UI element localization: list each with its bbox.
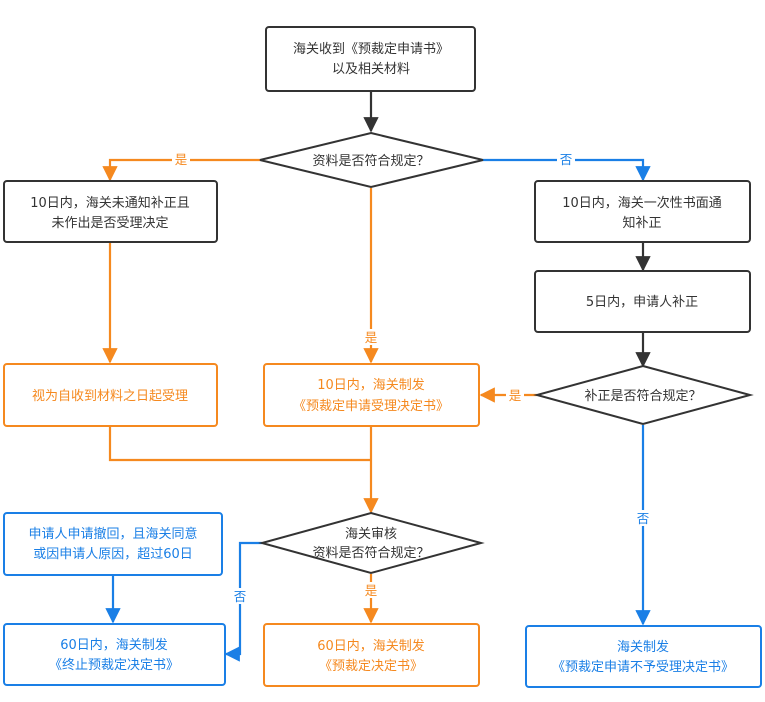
node-ruling: 60日内，海关制发 《预裁定决定书》 — [263, 623, 480, 687]
node-start: 海关收到《预裁定申请书》 以及相关材料 — [265, 26, 476, 92]
node-accept-decision-line-1: 10日内，海关制发 — [317, 377, 425, 393]
node-accept-decision-line-2: 《预裁定申请受理决定书》 — [293, 398, 449, 414]
node-terminate: 60日内，海关制发 《终止预裁定决定书》 — [3, 623, 226, 686]
node-reject-line-2: 《预裁定申请不予受理决定书》 — [552, 659, 734, 675]
node-notify-fix-line-1: 10日内，海关一次性书面通 — [562, 195, 722, 211]
node-notify-fix-line-2: 知补正 — [622, 215, 661, 231]
node-withdraw: 申请人申请撤回，且海关同意 或因申请人原因，超过60日 — [3, 512, 223, 576]
node-start-line-1: 海关收到《预裁定申请书》 — [293, 41, 449, 57]
node-no-notice-line-2: 未作出是否受理决定 — [51, 216, 168, 231]
node-reject-line-1: 海关制发 — [617, 639, 669, 655]
label-yes-checkfix: 是 — [509, 388, 522, 403]
node-start-line-2: 以及相关材料 — [332, 62, 410, 77]
node-no-notice-line-1: 10日内，海关未通知补正且 — [30, 195, 190, 211]
node-reject: 海关制发 《预裁定申请不予受理决定书》 — [525, 625, 762, 688]
edge-labels: 是 是 否 是 否 是 否 — [172, 151, 652, 604]
label-yes-review: 是 — [365, 583, 378, 598]
nodes: 海关收到《预裁定申请书》 以及相关材料 资料是否符合规定？ 10日内，海关未通知… — [3, 26, 762, 688]
node-deemed-accepted: 视为自收到材料之日起受理 — [3, 363, 218, 427]
node-terminate-line-2: 《终止预裁定决定书》 — [49, 657, 179, 673]
node-applicant-fix: 5日内，申请人补正 — [534, 270, 751, 333]
label-no-review: 否 — [234, 589, 247, 604]
label-yes-check1-left: 是 — [175, 152, 188, 167]
node-review-line-2: 资料是否符合规定？ — [312, 545, 429, 561]
node-notify-fix: 10日内，海关一次性书面通 知补正 — [534, 180, 751, 243]
node-check1-line-1: 资料是否符合规定？ — [312, 153, 429, 169]
node-check-fix-line-1: 补正是否符合规定？ — [584, 388, 701, 404]
node-deemed-accepted-line-1: 视为自收到材料之日起受理 — [32, 389, 188, 404]
edge-check1-to-no-notice — [102, 158, 260, 182]
node-check-fix: 补正是否符合规定？ — [533, 364, 754, 426]
node-check1: 资料是否符合规定？ — [259, 131, 484, 189]
node-withdraw-line-2: 或因申请人原因，超过60日 — [33, 547, 193, 562]
node-no-notice: 10日内，海关未通知补正且 未作出是否受理决定 — [3, 180, 218, 243]
node-accept-decision: 10日内，海关制发 《预裁定申请受理决定书》 — [263, 363, 480, 427]
node-review: 海关审核 资料是否符合规定？ — [258, 511, 485, 575]
node-applicant-fix-line-1: 5日内，申请人补正 — [586, 294, 698, 310]
label-no-check1-right: 否 — [560, 152, 573, 167]
node-ruling-line-2: 《预裁定决定书》 — [319, 658, 423, 674]
edge-deemed-to-review — [108, 427, 371, 462]
node-review-line-1: 海关审核 — [345, 527, 397, 542]
node-terminate-line-1: 60日内，海关制发 — [60, 637, 168, 653]
label-no-checkfix: 否 — [637, 511, 650, 526]
edge-check1-to-notify-fix — [483, 158, 651, 182]
node-ruling-line-1: 60日内，海关制发 — [317, 638, 425, 654]
label-yes-check1-down: 是 — [365, 330, 378, 345]
node-withdraw-line-1: 申请人申请撤回，且海关同意 — [28, 526, 197, 542]
